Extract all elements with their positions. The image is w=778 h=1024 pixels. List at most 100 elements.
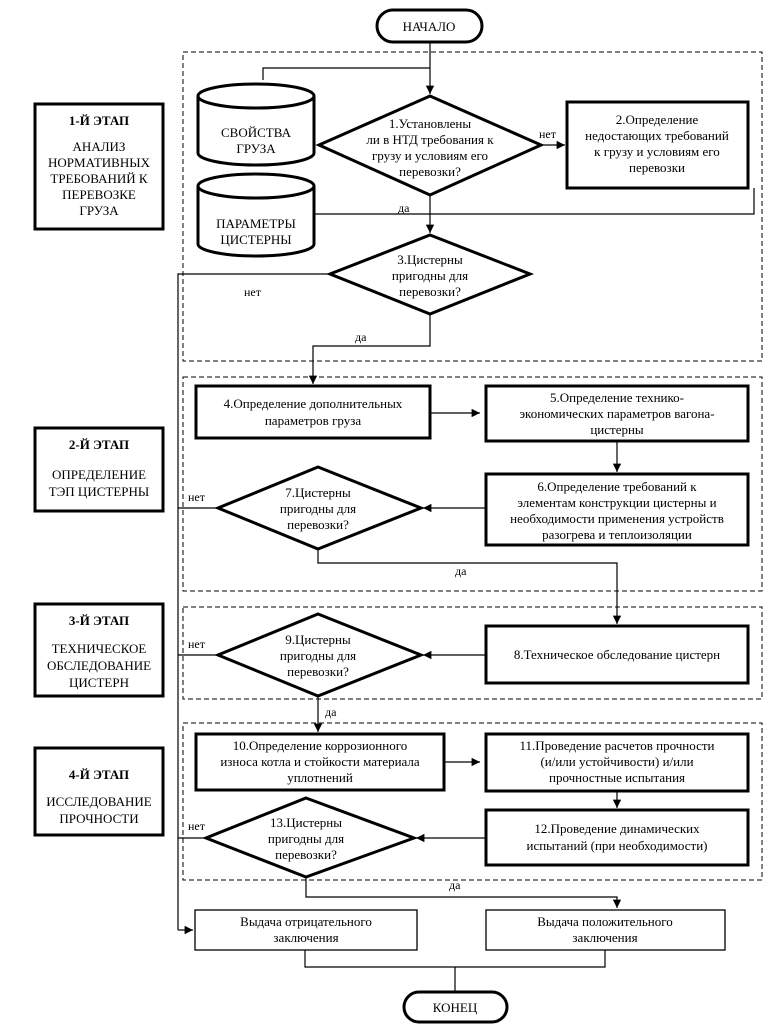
stage-3-title: 3-Й ЭТАП — [69, 613, 129, 628]
edge-d7-p8 — [317, 549, 622, 624]
process-10-line-1: 10.Определение коррозионного — [233, 738, 407, 753]
process-4-line-1: 4.Определение дополнительных — [224, 396, 403, 411]
process-8: 8.Техническое обследование цистерн — [484, 624, 750, 685]
cargo-properties-database: СВОЙСТВА ГРУЗА — [196, 82, 316, 167]
process-12-line-2: испытаний (при необходимости) — [527, 838, 708, 853]
stage-1-box: 1-Й ЭТАП АНАЛИЗ НОРМАТИВНЫХ ТРЕБОВАНИЙ К… — [33, 102, 165, 231]
label-d3-yes: да — [355, 330, 367, 344]
process-4: 4.Определение дополнительных параметров … — [194, 384, 432, 440]
decision-3-line-2: пригодны для — [392, 268, 468, 283]
positive-conclusion-line-2: заключения — [572, 930, 637, 945]
process-5-line-1: 5.Определение технико- — [550, 390, 684, 405]
negative-conclusion-line-1: Выдача отрицательного — [240, 914, 372, 929]
stage-4-box: 4-Й ЭТАП ИССЛЕДОВАНИЕ ПРОЧНОСТИ — [33, 746, 165, 837]
label-d3-no: нет — [244, 285, 262, 299]
stage-4-region — [182, 722, 763, 881]
label-d1-yes: да — [398, 201, 410, 215]
stage-2-title: 2-Й ЭТАП — [69, 437, 129, 452]
decision-3-line-1: 3.Цистерны — [397, 252, 463, 267]
tank-parameters-database: ПАРАМЕТРЫ ЦИСТЕРНЫ — [196, 172, 316, 258]
cargo-properties-line-2: ГРУЗА — [236, 141, 276, 156]
decision-7: 7.Цистерны пригодны для перевозки? — [214, 465, 426, 551]
decision-1-line-3: грузу и условиям его — [372, 148, 488, 163]
process-5-line-3: цистерны — [590, 422, 644, 437]
process-12-line-1: 12.Проведение динамических — [534, 821, 700, 836]
label-d13-no: нет — [188, 819, 206, 833]
stage-1-desc-5: ГРУЗА — [79, 203, 119, 218]
decision-7-line-1: 7.Цистерны — [285, 485, 351, 500]
decision-13-line-3: перевозки? — [275, 847, 337, 862]
decision-1-line-1: 1.Установлены — [389, 116, 471, 131]
process-6: 6.Определение требований к элементам кон… — [484, 472, 750, 547]
label-d7-no: нет — [188, 490, 206, 504]
decision-13-line-1: 13.Цистерны — [270, 815, 342, 830]
stage-1-desc-2: НОРМАТИВНЫХ — [48, 155, 151, 170]
stage-1-desc-1: АНАЛИЗ — [73, 139, 126, 154]
negative-conclusion: Выдача отрицательного заключения — [194, 909, 418, 951]
process-4-line-2: параметров груза — [265, 413, 362, 428]
process-6-line-4: разогрева и теплоизоляции — [542, 527, 692, 542]
decision-13-line-2: пригодны для — [268, 831, 344, 846]
process-8-line-1: 8.Техническое обследование цистерн — [514, 647, 720, 662]
cargo-properties-line-1: СВОЙСТВА — [221, 125, 292, 140]
stage-1-desc-3: ТРЕБОВАНИЙ К — [50, 171, 148, 186]
label-d7-yes: да — [455, 564, 467, 578]
stage-2-desc-2: ТЭП ЦИСТЕРНЫ — [49, 484, 149, 499]
stage-4-desc-1: ИССЛЕДОВАНИЕ — [46, 794, 151, 809]
decision-7-line-3: перевозки? — [287, 517, 349, 532]
process-5: 5.Определение технико- экономических пар… — [484, 384, 750, 443]
stage-3-desc-1: ТЕХНИЧЕСКОЕ — [52, 641, 147, 656]
decision-1: 1.Установлены ли в НТД требования к груз… — [315, 94, 545, 197]
process-10-line-2: износа котла и стойкости материала — [220, 754, 420, 769]
process-2-line-4: перевозки — [629, 160, 685, 175]
positive-conclusion-line-1: Выдача положительного — [537, 914, 673, 929]
process-10-line-3: уплотнений — [287, 770, 353, 785]
end-terminal: КОНЕЦ — [402, 990, 509, 1024]
decision-9: 9.Цистерны пригодны для перевозки? — [214, 612, 426, 698]
label-d13-yes: да — [449, 878, 461, 892]
start-label: НАЧАЛО — [403, 19, 456, 34]
edge-left-trunk — [177, 273, 330, 930]
label-d9-no: нет — [188, 637, 206, 651]
process-2: 2.Определение недостающих требований к г… — [565, 100, 750, 190]
decision-1-line-2: ли в НТД требования к — [366, 132, 494, 147]
stage-2-box: 2-Й ЭТАП ОПРЕДЕЛЕНИЕ ТЭП ЦИСТЕРНЫ — [33, 426, 165, 513]
decision-9-line-1: 9.Цистерны — [285, 632, 351, 647]
stage-4-desc-2: ПРОЧНОСТИ — [59, 811, 138, 826]
start-terminal: НАЧАЛО — [375, 8, 484, 44]
process-11-line-3: прочностные испытания — [549, 770, 685, 785]
stage-4-title: 4-Й ЭТАП — [69, 767, 129, 782]
stage-2-desc-1: ОПРЕДЕЛЕНИЕ — [52, 467, 146, 482]
stage-3-desc-3: ЦИСТЕРН — [69, 675, 129, 690]
decision-7-line-2: пригодны для — [280, 501, 356, 516]
stage-1-title: 1-Й ЭТАП — [69, 113, 129, 128]
stage-3-desc-2: ОБСЛЕДОВАНИЕ — [47, 658, 151, 673]
negative-conclusion-line-2: заключения — [273, 930, 338, 945]
process-10: 10.Определение коррозионного износа котл… — [194, 732, 446, 792]
process-2-line-2: недостающих требований — [585, 128, 729, 143]
end-label: КОНЕЦ — [433, 1000, 478, 1015]
label-d1-no: нет — [539, 127, 557, 141]
stage-1-region — [182, 51, 763, 362]
edge-db1-join — [262, 67, 430, 80]
process-12: 12.Проведение динамических испытаний (пр… — [484, 808, 750, 867]
stage-3-box: 3-Й ЭТАП ТЕХНИЧЕСКОЕ ОБСЛЕДОВАНИЕ ЦИСТЕР… — [33, 602, 165, 698]
positive-conclusion: Выдача положительного заключения — [485, 909, 726, 951]
tank-parameters-line-1: ПАРАМЕТРЫ — [216, 216, 296, 231]
process-5-line-2: экономических параметров вагона- — [519, 406, 714, 421]
decision-9-line-3: перевозки? — [287, 664, 349, 679]
decision-1-line-4: перевозки? — [399, 164, 461, 179]
label-d9-yes: да — [325, 705, 337, 719]
stage-2-region — [182, 376, 763, 592]
decision-9-line-2: пригодны для — [280, 648, 356, 663]
process-11-line-1: 11.Проведение расчетов прочности — [520, 738, 715, 753]
decision-3-line-3: перевозки? — [399, 284, 461, 299]
decision-13: 13.Цистерны пригодны для перевозки? — [201, 796, 419, 879]
process-6-line-2: элементам конструкции цистерны и — [517, 495, 716, 510]
process-2-line-1: 2.Определение — [616, 112, 699, 127]
decision-3: 3.Цистерны пригодны для перевозки? — [325, 233, 535, 316]
edge-p2-return — [430, 188, 755, 215]
tank-parameters-line-2: ЦИСТЕРНЫ — [220, 232, 291, 247]
process-6-line-3: необходимости применения устройств — [510, 511, 724, 526]
